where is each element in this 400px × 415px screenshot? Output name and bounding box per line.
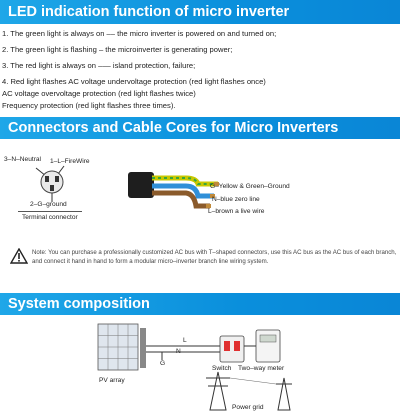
wire-n-label: N — [176, 348, 181, 355]
note-text: Note: You can purchase a professionally … — [32, 249, 397, 266]
connectors-section-banner: Connectors and Cable Cores for Micro Inv… — [0, 117, 400, 139]
cable-ground-label: G–Yellow & Green–Ground — [210, 183, 290, 190]
meter-label: Two–way meter — [238, 365, 285, 372]
system-section-banner: System composition — [0, 293, 400, 315]
system-diagram — [97, 323, 292, 411]
terminal-divider — [18, 211, 82, 212]
switch-icon — [219, 335, 245, 363]
power-tower-icon — [206, 371, 292, 411]
led-line-1: 1. The green light is always on –– the m… — [2, 29, 277, 38]
led-line-5: AC voltage overvoltage protection (red l… — [2, 89, 196, 98]
system-section-title: System composition — [8, 296, 150, 312]
led-line-6: Frequency protection (red light flashes … — [2, 101, 176, 110]
meter-icon — [255, 329, 281, 363]
terminal-neutral-label: 3–N–Neutral — [4, 156, 42, 163]
led-line-2: 2. The green light is flashing – the mic… — [2, 45, 233, 54]
led-line-4: 4. Red light flashes AC voltage undervol… — [2, 77, 266, 86]
warning-icon — [10, 248, 28, 264]
cable-neutral-label: N–blue zero line — [212, 196, 260, 203]
led-section-banner: LED indication function of micro inverte… — [0, 0, 400, 24]
wire-l-label: L — [183, 337, 187, 344]
terminal-connector-label: Terminal connector — [22, 214, 78, 221]
terminal-ground-label: 2–G–ground — [30, 201, 67, 208]
connectors-section-title: Connectors and Cable Cores for Micro Inv… — [8, 120, 339, 136]
wire-g-label: G — [160, 360, 166, 367]
pv-array-label: PV array — [99, 377, 125, 384]
terminal-connector-diagram — [35, 165, 65, 202]
switch-label: Switch — [212, 365, 232, 372]
pv-array-icon — [97, 323, 146, 371]
cable-cores-diagram — [128, 172, 219, 209]
led-line-3: 3. The red light is always on ––– island… — [2, 61, 196, 70]
grid-label: Power grid — [232, 404, 264, 411]
led-section-title: LED indication function of micro inverte… — [8, 4, 290, 20]
cable-live-label: L–brown a live wire — [208, 208, 265, 215]
terminal-fire-label: 1–L–FireWire — [50, 158, 90, 165]
